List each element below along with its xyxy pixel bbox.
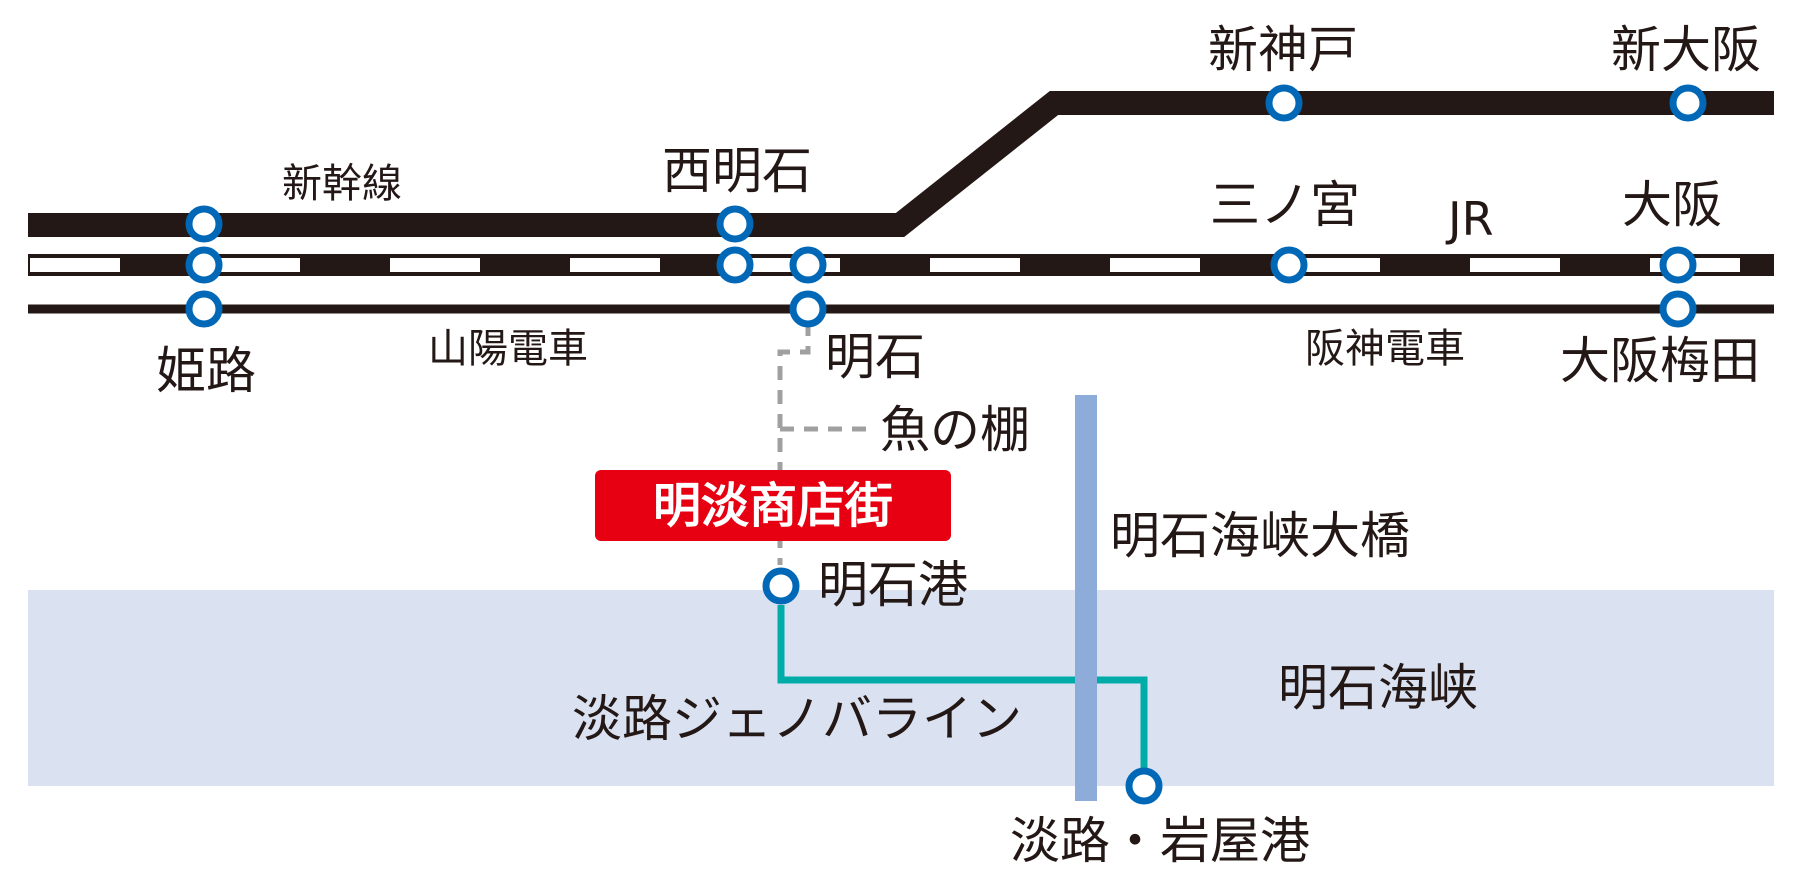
label-nishi-akashi: 西明石	[662, 142, 812, 200]
label-osaka: 大阪	[1622, 176, 1722, 234]
station-akashi-port	[762, 567, 800, 605]
label-strait: 明石海峡	[1278, 659, 1478, 717]
station-nishi-akashi-jr	[716, 246, 754, 284]
station-himeji-sanyo	[185, 290, 223, 328]
station-nishi-akashi-shinkansen	[716, 205, 754, 243]
akashi-kaikyo-bridge	[1075, 395, 1097, 801]
shinkansen-line	[28, 91, 1774, 237]
sea-area	[28, 590, 1774, 786]
highlight-badge-label: 明淡商店街	[653, 478, 893, 534]
station-akashi-jr	[789, 246, 827, 284]
label-akashi-port: 明石港	[818, 556, 968, 614]
station-himeji-jr	[185, 246, 223, 284]
label-himeji: 姫路	[156, 342, 256, 400]
station-akashi-sanyo	[789, 290, 827, 328]
label-sannomiya: 三ノ宮	[1210, 176, 1360, 234]
label-ferry: 淡路ジェノバライン	[572, 690, 1022, 748]
station-osaka	[1659, 246, 1697, 284]
label-akashi: 明石	[825, 328, 925, 386]
label-sanyo: 山陽電車	[428, 326, 588, 372]
station-markers	[185, 84, 1707, 805]
highlight-badge	[595, 470, 951, 541]
label-uonotana: 魚の棚	[880, 401, 1030, 459]
label-awaji-iwaya: 淡路・岩屋港	[1010, 812, 1310, 870]
label-hanshin: 阪神電車	[1305, 326, 1465, 372]
label-bridge: 明石海峡大橋	[1110, 507, 1410, 565]
label-shin-kobe: 新神戸	[1208, 21, 1358, 79]
label-shin-osaka: 新大阪	[1611, 21, 1761, 79]
station-awaji-iwaya	[1125, 767, 1163, 805]
ferry-route	[777, 605, 1148, 772]
station-shin-kobe	[1265, 84, 1303, 122]
station-shin-osaka	[1669, 84, 1707, 122]
label-jr: JR	[1445, 192, 1494, 246]
station-osaka-umeda	[1659, 290, 1697, 328]
station-sannomiya	[1270, 246, 1308, 284]
label-shinkansen: 新幹線	[282, 161, 402, 207]
label-osaka-umeda: 大阪梅田	[1560, 332, 1760, 390]
station-himeji-shinkansen	[185, 205, 223, 243]
